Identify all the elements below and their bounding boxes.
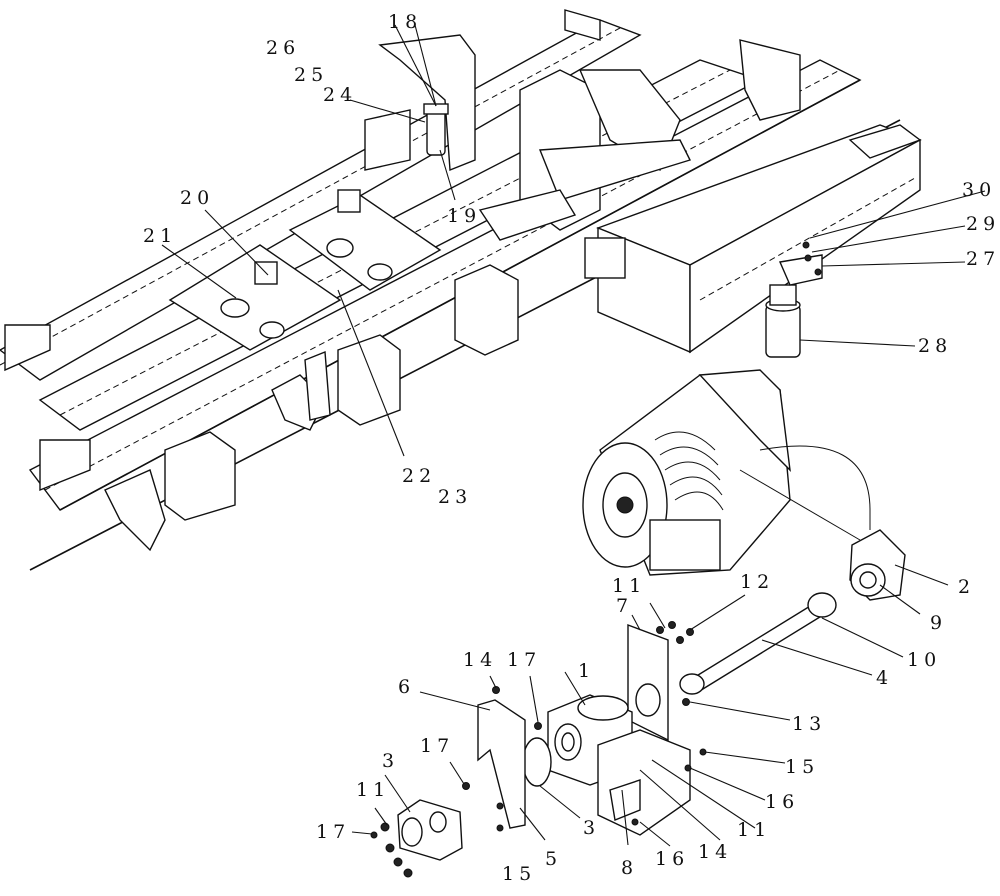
callout-28: 28 [918,335,952,357]
callout-14: 14 [463,649,497,671]
callout-30: 30 [962,179,996,201]
callout-16: 16 [765,791,799,813]
o-ring-31 [522,737,552,787]
callout-15-second: 15 [502,863,536,885]
callout-3-second: 3 [583,817,600,839]
transmission [582,369,871,576]
callout-11: 11 [612,575,646,597]
callout-13: 13 [792,713,826,735]
callout-23: 23 [438,486,472,508]
canister-24 [423,103,449,156]
pump-3 [397,799,463,861]
callout-24: 24 [323,84,357,106]
callout-3: 3 [382,750,399,772]
callout-5: 5 [545,848,562,870]
callout-11-second: 11 [356,779,390,801]
callout-27: 27 [966,248,1000,270]
bracket-7 [627,623,669,742]
callout-19: 19 [447,205,481,227]
callout-8: 8 [621,857,638,879]
callout-14-second: 14 [698,841,732,863]
callout-11-third: 11 [737,819,771,841]
callout-2: 2 [958,576,975,598]
callout-7: 7 [616,595,633,617]
bracket-6 [477,699,526,829]
callout-12: 12 [740,571,774,593]
callout-10: 10 [907,649,941,671]
leader-lines [161,24,986,847]
outrigger-brackets [104,264,519,552]
callout-22: 22 [402,465,436,487]
callout-20: 20 [180,187,214,209]
callout-17-third: 17 [316,821,350,843]
callout-labels: 1 2 3 3 4 5 6 7 8 9 10 11 11 11 12 13 14… [143,11,1000,885]
housing-2-9 [849,529,906,601]
crossmember [168,152,615,351]
fasteners [370,241,822,878]
callout-4: 4 [876,667,893,689]
bracket-8 [597,729,691,836]
callout-17: 17 [507,649,541,671]
callout-16-second: 16 [655,848,689,870]
driveshaft-4 [679,592,837,695]
callout-29: 29 [966,213,1000,235]
callout-9: 9 [930,612,947,634]
callout-6: 6 [398,676,415,698]
callout-21: 21 [143,225,177,247]
callout-25: 25 [294,64,328,86]
filter-28 [765,254,823,358]
callout-15: 15 [785,756,819,778]
upper-brackets [364,9,801,241]
callout-1: 1 [578,660,595,682]
callout-26: 26 [266,37,300,59]
callout-17-second: 17 [420,735,454,757]
callout-18: 18 [388,11,422,33]
